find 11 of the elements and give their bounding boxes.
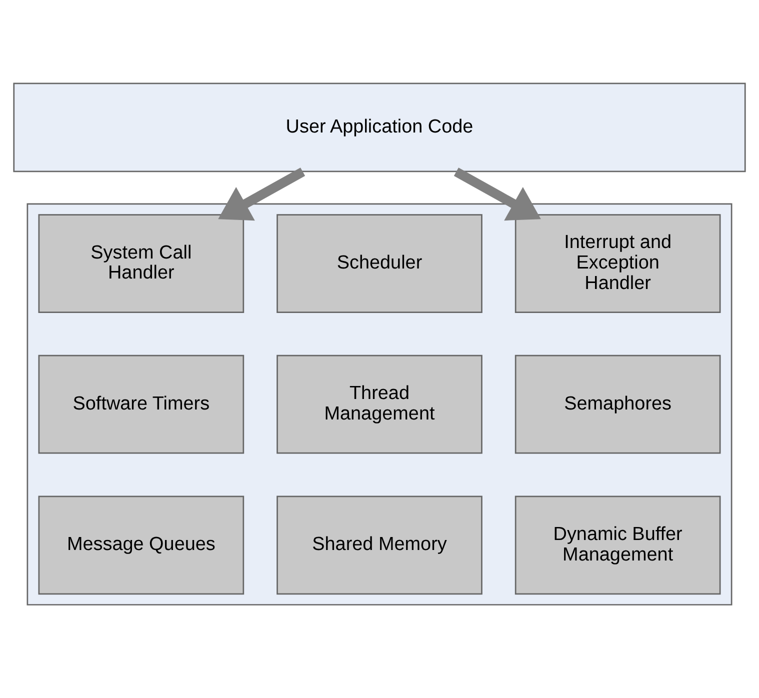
- node-box: Software Timers: [38, 354, 244, 454]
- node-box: Scheduler: [276, 214, 482, 312]
- node-box: User Application Code: [13, 82, 746, 172]
- node-box: System Call Handler: [38, 214, 244, 312]
- cluster: [26, 202, 732, 605]
- node-box: Shared Memory: [276, 495, 482, 594]
- node-box: Dynamic Buffer Management: [514, 495, 721, 594]
- node-box: Thread Management: [276, 354, 482, 454]
- node-box: Message Queues: [38, 495, 244, 594]
- node-box: Semaphores: [514, 354, 721, 454]
- node-box: Interrupt and Exception Handler: [514, 214, 721, 312]
